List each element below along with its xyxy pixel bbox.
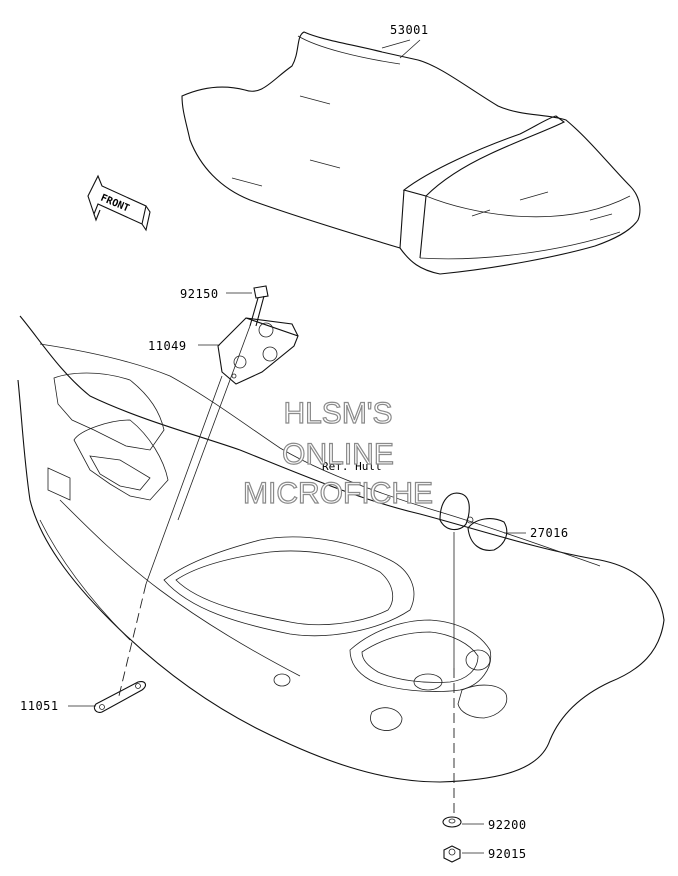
label-11049: 11049 bbox=[148, 339, 187, 353]
watermark-line1: HLSM'S bbox=[283, 397, 392, 430]
watermark: HLSM'S ONLINE MICROFICHE bbox=[242, 396, 433, 510]
leader-92150-down bbox=[177, 325, 251, 521]
label-92015: 92015 bbox=[488, 847, 527, 861]
strap-drawing bbox=[93, 681, 147, 713]
watermark-line3: MICROFICHE bbox=[243, 477, 433, 510]
label-53001: 53001 bbox=[390, 23, 429, 37]
label-27016: 27016 bbox=[530, 526, 569, 540]
watermark-line2: ONLINE bbox=[282, 438, 394, 471]
label-92200: 92200 bbox=[488, 818, 527, 832]
label-11051: 11051 bbox=[20, 699, 59, 713]
label-92150: 92150 bbox=[180, 287, 219, 301]
nut-drawing bbox=[443, 845, 461, 863]
leader-11051-dash bbox=[117, 583, 147, 701]
seat-drawing bbox=[181, 31, 641, 275]
leader-11049-down bbox=[145, 375, 223, 585]
leader-53001 bbox=[399, 39, 421, 59]
front-arrow-icon: FRONT bbox=[87, 174, 151, 232]
cap-drawing bbox=[439, 492, 508, 551]
hull-drawing bbox=[17, 315, 665, 783]
bracket-drawing bbox=[217, 317, 299, 385]
bolt-drawing bbox=[249, 285, 269, 327]
washer-drawing bbox=[442, 816, 462, 828]
ref-hull-label: Ref. Hull bbox=[322, 460, 382, 473]
